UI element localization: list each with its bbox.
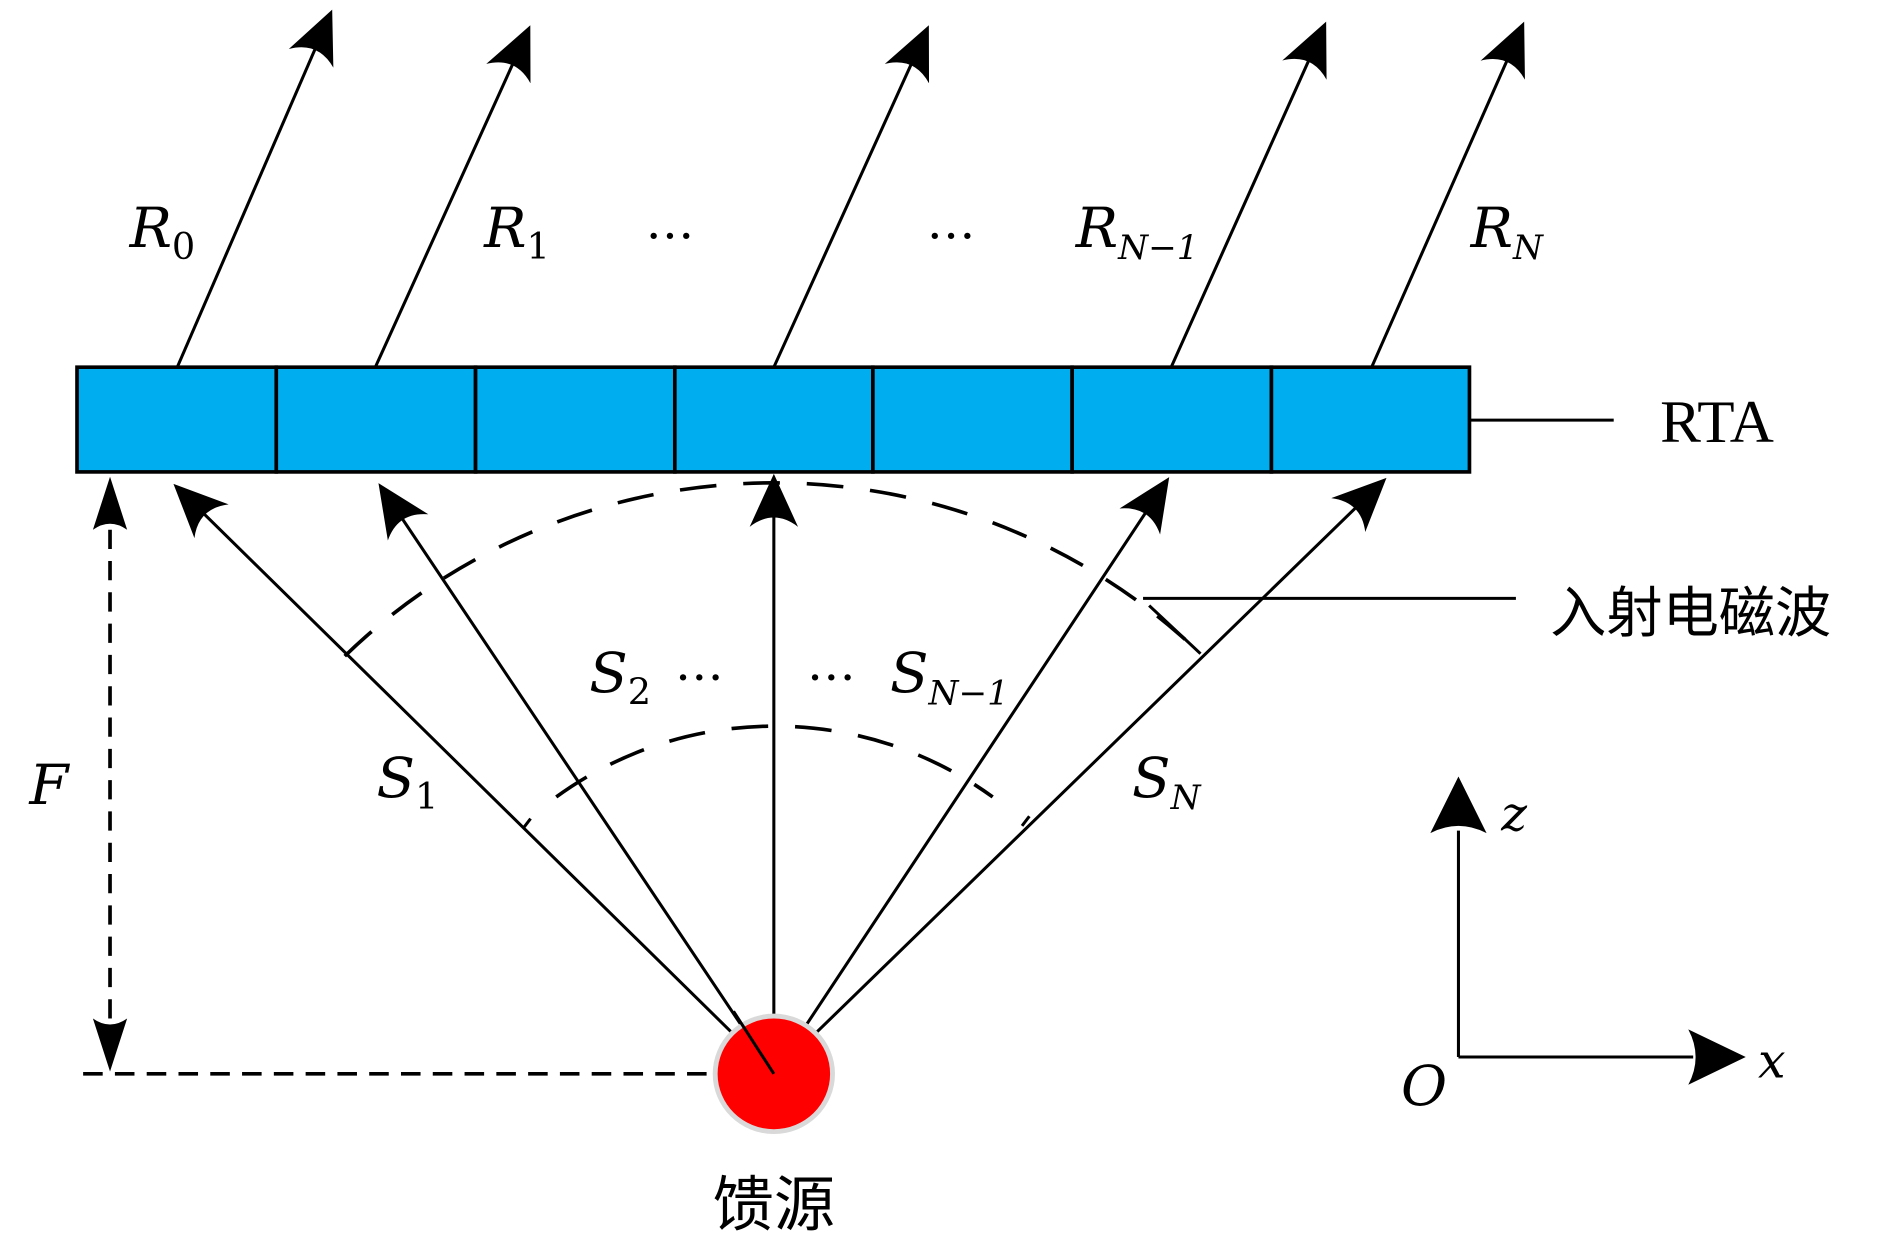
feed-ray-stub <box>732 1010 776 1075</box>
reflected-ray-n <box>1370 21 1525 368</box>
incident-ray-s2 <box>378 483 776 1075</box>
label-r-n: RN <box>1470 196 1545 268</box>
x-axis-arrow-icon <box>1688 1029 1746 1085</box>
axis-x-label: x <box>1758 1034 1786 1090</box>
incident-ray-s1 <box>173 483 775 1075</box>
focal-arrow-down-icon <box>92 1018 128 1072</box>
rta-cell <box>672 365 875 474</box>
label-s-n: SN <box>1132 746 1202 818</box>
wavefront-arc-inner <box>555 724 994 799</box>
incident-rays <box>173 473 1387 1075</box>
reflected-ray-0 <box>175 9 334 368</box>
reflected-ray-n-1 <box>1169 21 1327 368</box>
axis-z-label: z <box>1500 787 1527 843</box>
z-axis-arrow-icon <box>1430 776 1487 834</box>
rta-cell <box>274 365 478 474</box>
wavefront-tick <box>1020 815 1031 827</box>
coordinate-axes: O z x <box>1401 776 1786 1119</box>
label-s-ellipsis-left: … <box>675 637 724 693</box>
rta-cell <box>1269 365 1472 474</box>
incident-ray-s-n-1 <box>772 477 1170 1075</box>
label-s-n-1: SN−1 <box>890 642 1009 714</box>
axis-origin-label: O <box>1401 1055 1447 1119</box>
label-r0: R0 <box>129 196 196 268</box>
label-s1: S1 <box>377 746 439 818</box>
label-r1: R1 <box>483 196 550 268</box>
label-s-ellipsis-right: … <box>807 637 856 693</box>
rta-cell <box>473 365 677 474</box>
incident-wave-label: 入射电磁波 <box>1550 581 1831 645</box>
rta-cell <box>871 365 1074 474</box>
reflected-rays <box>175 9 1525 368</box>
incident-wave-leader-tick <box>1148 604 1202 655</box>
rta-cell <box>75 365 279 474</box>
rta-array <box>75 365 1472 474</box>
focal-arrow-up-icon <box>92 476 128 530</box>
feed-label: 馈源 <box>713 1171 835 1240</box>
focal-label: F <box>28 754 70 818</box>
label-s2: S2 <box>589 642 651 714</box>
label-r-ellipsis-right: … <box>927 195 976 251</box>
incident-ray-s-n <box>772 477 1387 1075</box>
reflected-ray-center <box>772 25 930 368</box>
reflected-ray-1 <box>373 25 531 368</box>
label-r-ellipsis-left: … <box>645 195 694 251</box>
rta-label: RTA <box>1660 389 1774 455</box>
label-r-n-1: RN−1 <box>1075 196 1199 268</box>
rta-cell <box>1070 365 1274 474</box>
